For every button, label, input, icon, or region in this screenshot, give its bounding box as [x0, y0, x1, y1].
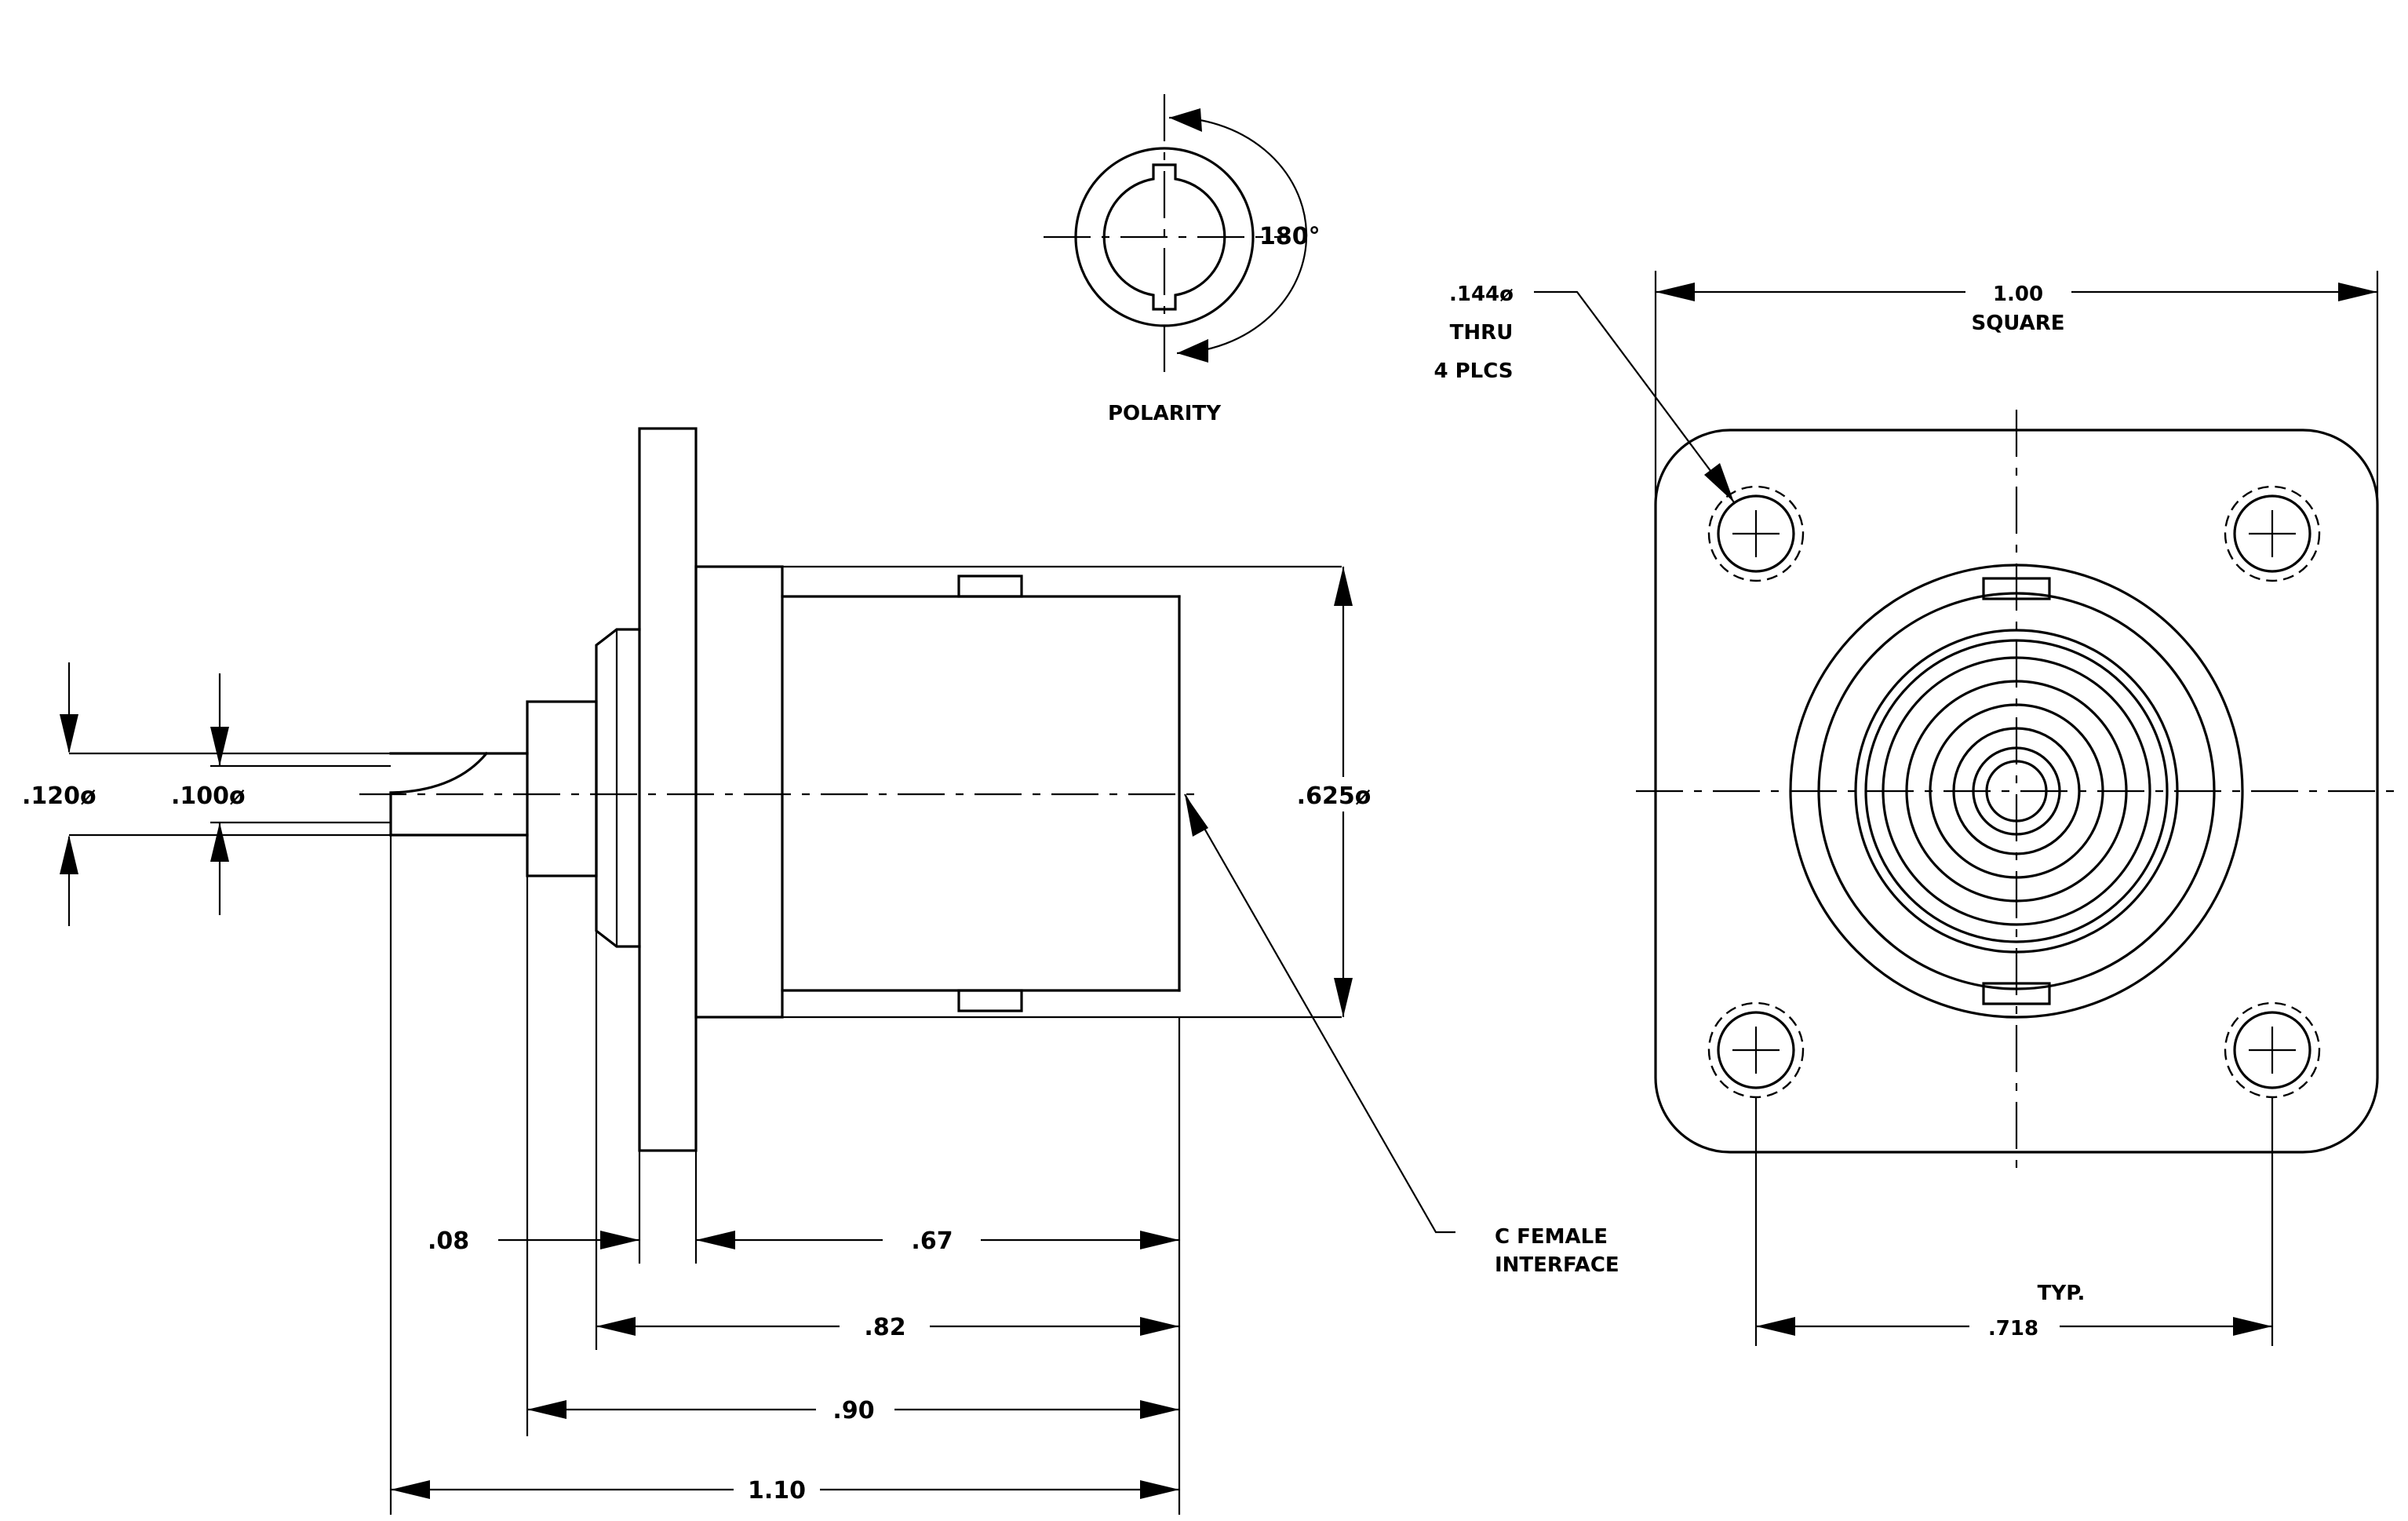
dim-08-label: .08 [428, 1227, 469, 1255]
body-ring-2 [1817, 592, 2216, 990]
polarity-view: 180° POLARITY [1044, 94, 1321, 425]
dim-625-label: .625ø [1297, 782, 1372, 810]
interface-note-line1: C FEMALE [1495, 1225, 1608, 1249]
mounting-hole-tr [2224, 485, 2321, 582]
dim-120-arrow-top [60, 714, 78, 753]
body-ring-3 [1854, 629, 2179, 954]
bayonet-lug-top [957, 574, 1023, 598]
dim-67-arrow-right [1140, 1231, 1179, 1249]
dim-120-label: .120ø [22, 782, 97, 810]
dim-110-arrow-left [391, 1480, 430, 1499]
dim-100-label: .100ø [171, 782, 246, 810]
hole-note-line3: 4 PLCS [1434, 359, 1513, 383]
dim-110-label: 1.10 [748, 1477, 806, 1505]
flange-plate [638, 427, 698, 1152]
hole-note-arrow [1704, 463, 1734, 502]
pin-break-curve [389, 751, 489, 794]
dim-90-label: .90 [832, 1397, 874, 1424]
dim-718-arrow-left [1756, 1317, 1795, 1336]
polarity-keyed-bore [1102, 163, 1226, 311]
interface-note-line2: INTERFACE [1495, 1253, 1619, 1277]
dim-100-arrow-top [210, 727, 229, 766]
interface-leader-arrow [1185, 794, 1208, 837]
pin-housing [526, 700, 598, 877]
dim-square-arrow-right [2338, 283, 2377, 301]
hole-note-leader [1534, 290, 1735, 503]
mounting-hole-bl [1707, 1001, 1805, 1099]
body-ring-6 [1905, 680, 2128, 903]
body-ring-10 [1985, 760, 2048, 823]
mounting-hole-br [2224, 1001, 2321, 1099]
bayonet-lug-bottom [957, 989, 1023, 1012]
hole-note-line1: .144ø [1449, 283, 1514, 306]
rear-nut [595, 628, 641, 948]
polarity-angle-label: 180° [1259, 223, 1321, 250]
dim-82-label: .82 [864, 1314, 905, 1341]
dim-625-arrow-bottom [1334, 978, 1353, 1017]
dim-718-note: TYP. [2038, 1282, 2086, 1305]
body-ring-1 [1789, 564, 2244, 1019]
side-view: .625ø .120ø .100ø .08 .67 [22, 427, 1619, 1515]
polarity-arrow-top [1169, 108, 1202, 132]
dim-718-arrow-right [2233, 1317, 2272, 1336]
dim-square-label: SQUARE [1971, 312, 2064, 335]
dim-90-arrow-right [1140, 1400, 1179, 1419]
dim-82-arrow-right [1140, 1317, 1179, 1336]
front-view: 1.00 SQUARE .144ø THRU 4 PLCS TYP. .718 [1434, 271, 2401, 1346]
body-ring-4 [1864, 639, 2169, 943]
dim-110-arrow-right [1140, 1480, 1179, 1499]
body-ring-5 [1882, 656, 2151, 926]
body-ring-7 [1929, 703, 2104, 879]
dim-square-arrow-left [1656, 283, 1695, 301]
dim-67-label: .67 [911, 1227, 953, 1255]
body-ring-8 [1952, 727, 2081, 855]
dim-625-label-bg [1287, 777, 1381, 812]
dim-625-arrow-top [1334, 567, 1353, 606]
polarity-arc [1168, 116, 1308, 355]
polarity-caption: POLARITY [1108, 402, 1222, 425]
dim-08-arrow [600, 1231, 639, 1249]
dim-100-arrow-bottom [210, 823, 229, 862]
mounting-hole-tl [1707, 485, 1805, 582]
dim-82-arrow-left [596, 1317, 636, 1336]
polarity-arrow-bottom [1177, 339, 1208, 363]
interface-leader [1184, 793, 1455, 1234]
dim-square-value: 1.00 [1993, 283, 2043, 306]
front-lug-top [1982, 577, 2051, 600]
body-ring-9 [1972, 746, 2061, 836]
rear-hub [694, 565, 784, 1019]
front-lug-bottom [1982, 982, 2051, 1005]
hole-note-line2: THRU [1450, 321, 1514, 345]
dim-90-arrow-left [527, 1400, 566, 1419]
dim-718-label: .718 [1988, 1317, 2038, 1340]
dim-120-arrow-bottom [60, 835, 78, 874]
dim-67-arrow-left [696, 1231, 735, 1249]
